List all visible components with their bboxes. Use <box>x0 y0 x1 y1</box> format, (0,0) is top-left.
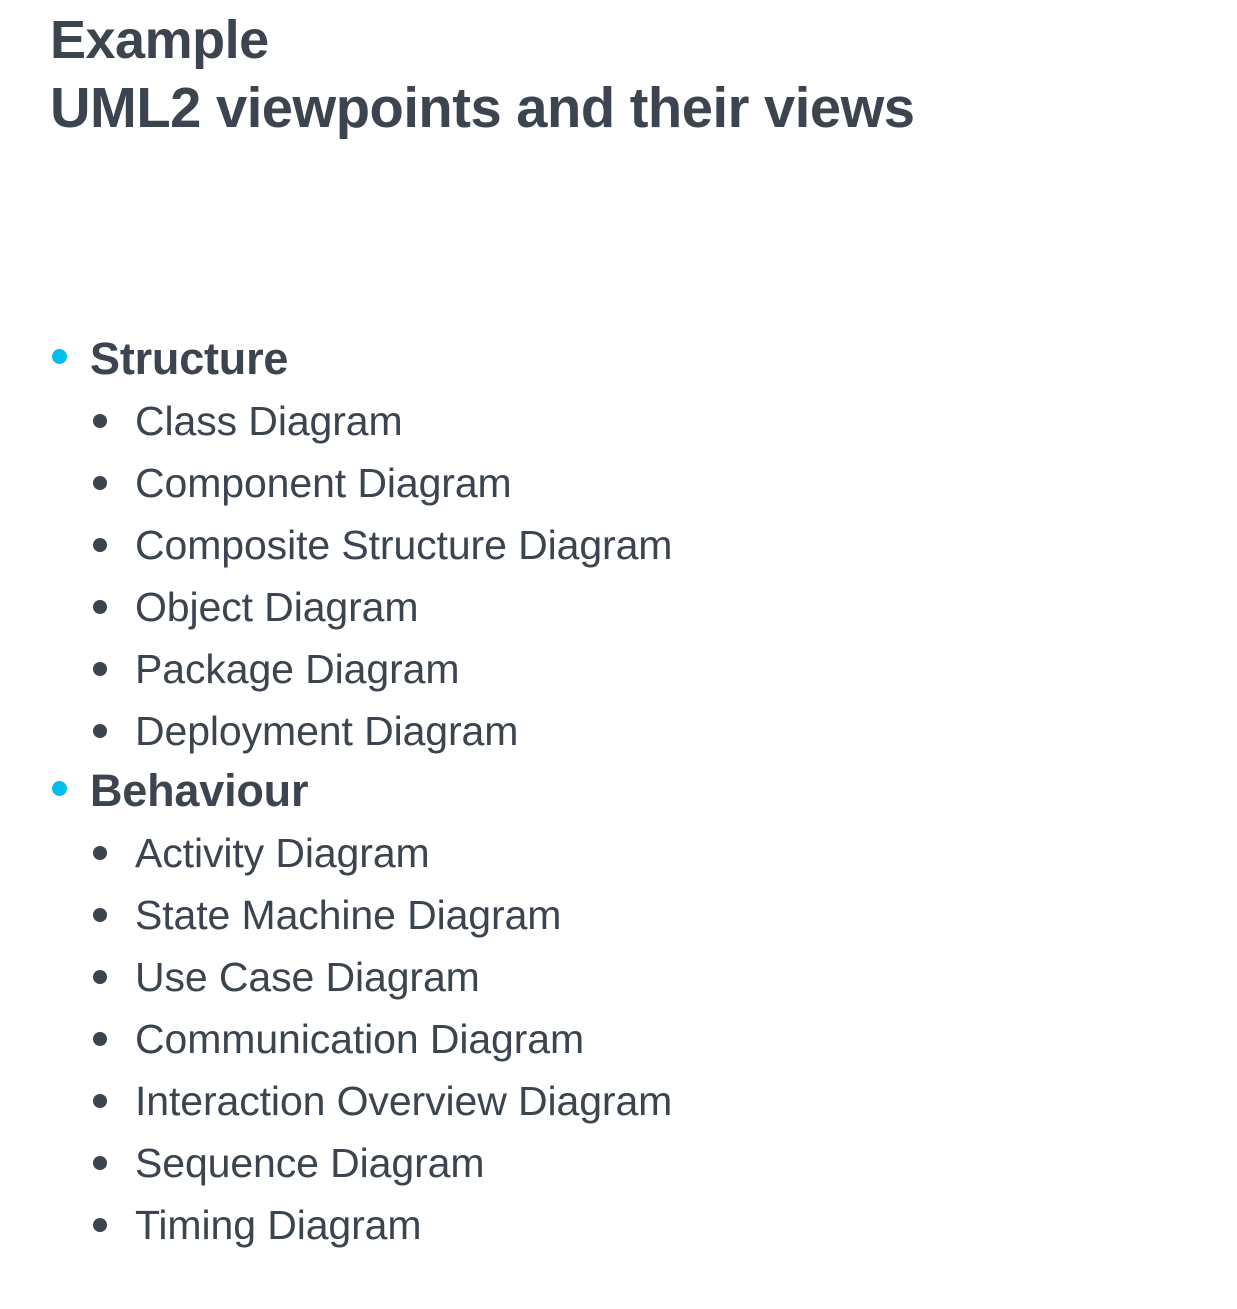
list-item-label: Activity Diagram <box>135 830 430 876</box>
bullet-dot-icon <box>93 414 107 428</box>
list-item: Timing Diagram <box>0 1194 1237 1256</box>
list-item-label: Interaction Overview Diagram <box>135 1078 673 1124</box>
outline-group-structure: Structure Class Diagram Component Diagra… <box>0 330 1237 762</box>
bullet-dot-icon <box>93 908 107 922</box>
list-item: Activity Diagram <box>0 822 1237 884</box>
bullet-dot-icon <box>93 476 107 490</box>
list-item-label: Timing Diagram <box>135 1202 422 1248</box>
bullet-dot-icon <box>93 1094 107 1108</box>
list-item: State Machine Diagram <box>0 884 1237 946</box>
outline-sublist-behaviour: Activity Diagram State Machine Diagram U… <box>0 822 1237 1256</box>
list-item: Package Diagram <box>0 638 1237 700</box>
bullet-dot-icon <box>52 781 67 796</box>
list-item-label: Communication Diagram <box>135 1016 585 1062</box>
bullet-dot-icon <box>93 724 107 738</box>
page-title-line-2: UML2 viewpoints and their views <box>50 76 915 140</box>
outline-heading-structure: Structure <box>0 330 1237 388</box>
outline-sublist-structure: Class Diagram Component Diagram Composit… <box>0 390 1237 762</box>
list-item: Interaction Overview Diagram <box>0 1070 1237 1132</box>
bullet-dot-icon <box>93 970 107 984</box>
list-item-label: Object Diagram <box>135 584 419 630</box>
list-item-label: Class Diagram <box>135 398 403 444</box>
bullet-dot-icon <box>93 538 107 552</box>
page-title-line-1: Example <box>50 10 269 70</box>
bullet-dot-icon <box>52 349 67 364</box>
list-item-label: Deployment Diagram <box>135 708 519 754</box>
list-item-label: State Machine Diagram <box>135 892 562 938</box>
bullet-outline: Structure Class Diagram Component Diagra… <box>0 330 1237 1256</box>
outline-heading-behaviour: Behaviour <box>0 762 1237 820</box>
list-item: Composite Structure Diagram <box>0 514 1237 576</box>
bullet-dot-icon <box>93 600 107 614</box>
list-item-label: Use Case Diagram <box>135 954 480 1000</box>
bullet-dot-icon <box>93 1156 107 1170</box>
bullet-dot-icon <box>93 846 107 860</box>
bullet-dot-icon <box>93 1032 107 1046</box>
page-title: Example UML2 viewpoints and their views <box>50 6 1180 142</box>
outline-group-behaviour: Behaviour Activity Diagram State Machine… <box>0 762 1237 1256</box>
bullet-dot-icon <box>93 1218 107 1232</box>
list-item: Deployment Diagram <box>0 700 1237 762</box>
list-item: Communication Diagram <box>0 1008 1237 1070</box>
list-item-label: Package Diagram <box>135 646 460 692</box>
list-item-label: Sequence Diagram <box>135 1140 485 1186</box>
list-item-label: Composite Structure Diagram <box>135 522 673 568</box>
outline-heading-label: Behaviour <box>90 765 309 816</box>
bullet-dot-icon <box>93 662 107 676</box>
list-item: Class Diagram <box>0 390 1237 452</box>
list-item: Object Diagram <box>0 576 1237 638</box>
outline-heading-label: Structure <box>90 333 289 384</box>
list-item-label: Component Diagram <box>135 460 512 506</box>
list-item: Component Diagram <box>0 452 1237 514</box>
list-item: Use Case Diagram <box>0 946 1237 1008</box>
list-item: Sequence Diagram <box>0 1132 1237 1194</box>
